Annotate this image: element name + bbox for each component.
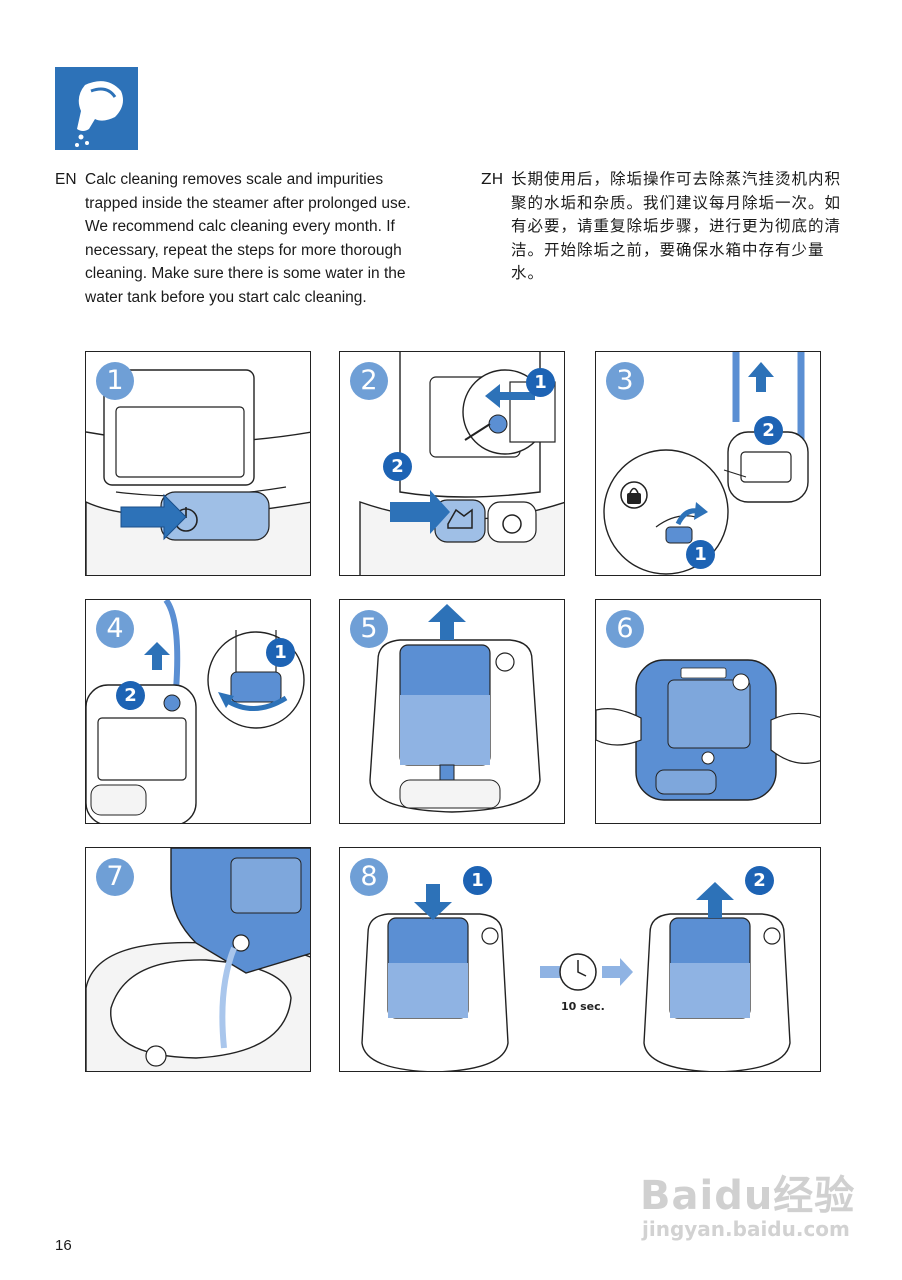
sub-step-badge: 2 bbox=[116, 681, 145, 710]
watermark: Baidu经验 jingyan.baidu.com bbox=[640, 1145, 860, 1245]
intro-text-zh: 长期使用后，除垢操作可去除蒸汽挂烫机内积聚的水垢和杂质。我们建议每月除垢一次。如… bbox=[511, 170, 842, 282]
step-panel-1: 1 bbox=[85, 351, 311, 576]
step-number: 7 bbox=[96, 858, 134, 896]
step-number: 6 bbox=[606, 610, 644, 648]
descaling-water-tank-icon bbox=[55, 67, 138, 150]
step-5-illustration bbox=[369, 604, 541, 813]
step-panel-7: 7 bbox=[85, 847, 311, 1072]
step-panel-8: 8 1 2 10 sec. bbox=[339, 847, 821, 1072]
step-4-illustration bbox=[86, 600, 305, 823]
step-number: 2 bbox=[350, 362, 388, 400]
watermark-brand: Baidu经验 bbox=[640, 1173, 856, 1219]
step-2-illustration bbox=[359, 352, 564, 575]
step-number: 1 bbox=[96, 362, 134, 400]
intro-text-en: Calc cleaning removes scale and impuriti… bbox=[85, 171, 411, 306]
step-panel-2: 2 1 2 bbox=[339, 351, 565, 576]
sub-step-badge: 1 bbox=[686, 540, 715, 569]
sub-step-badge: 2 bbox=[745, 866, 774, 895]
step-number: 3 bbox=[606, 362, 644, 400]
sub-step-badge: 2 bbox=[383, 452, 412, 481]
step-number: 4 bbox=[96, 610, 134, 648]
step-1-illustration bbox=[86, 369, 310, 575]
timer-label: 10 sec. bbox=[561, 1000, 605, 1013]
sub-step-badge: 1 bbox=[526, 368, 555, 397]
sub-step-badge: 2 bbox=[754, 416, 783, 445]
sub-step-badge: 1 bbox=[266, 638, 295, 667]
step-8-illustration bbox=[361, 882, 791, 1071]
step-number: 5 bbox=[350, 610, 388, 648]
step-7-illustration bbox=[86, 848, 310, 1071]
page-number: 16 bbox=[55, 1237, 72, 1254]
watermark-url: jingyan.baidu.com bbox=[642, 1217, 850, 1241]
lang-code-zh: ZH bbox=[481, 170, 504, 188]
step-number: 8 bbox=[350, 858, 388, 896]
step-panel-4: 4 2 1 bbox=[85, 599, 311, 824]
sub-step-badge: 1 bbox=[463, 866, 492, 895]
lang-code-en: EN bbox=[55, 171, 77, 188]
step-panel-5: 5 bbox=[339, 599, 565, 824]
step-panel-3: 3 2 1 bbox=[595, 351, 821, 576]
step-panel-6: 6 bbox=[595, 599, 821, 824]
step-6-illustration bbox=[596, 659, 820, 801]
